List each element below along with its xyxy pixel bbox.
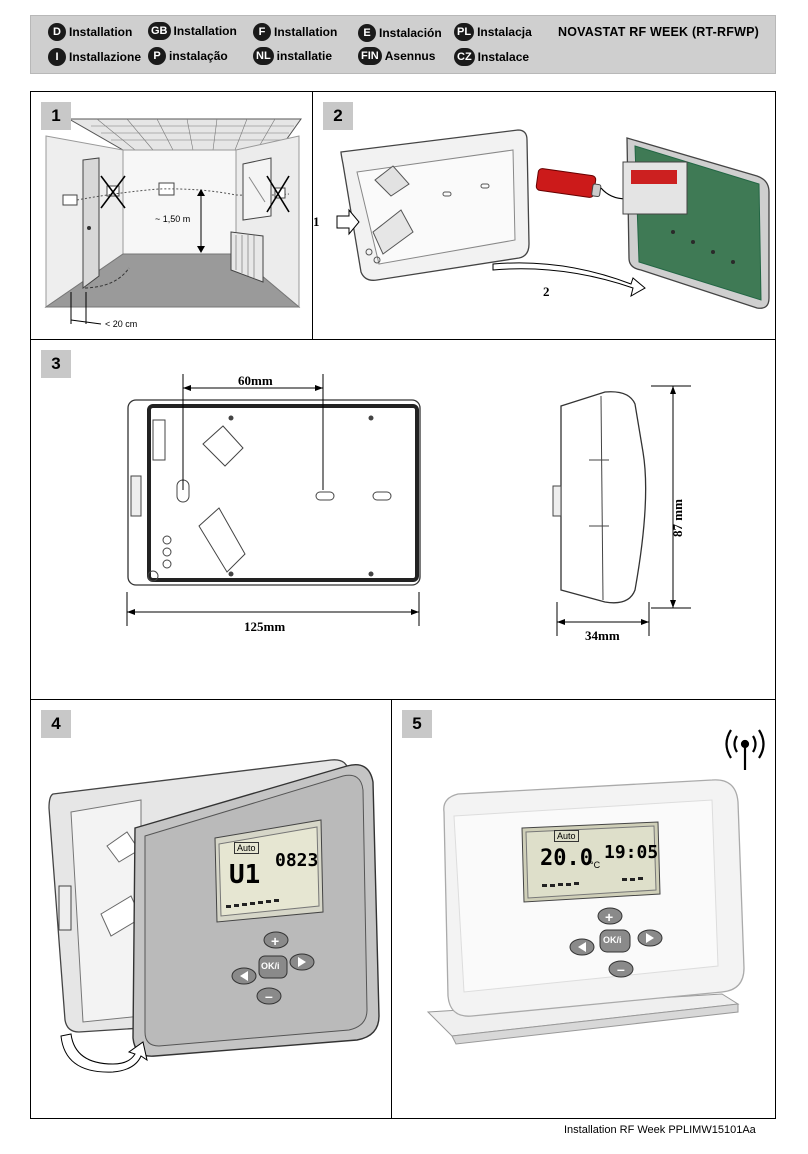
dimension-drawing: [126, 374, 691, 636]
lang-code-badge: P: [148, 47, 166, 65]
panel-1-placement: ~ 1,50 m < 20 cm 1: [30, 91, 313, 340]
height-label: ~ 1,50 m: [155, 214, 191, 224]
lang-code-badge: E: [358, 24, 376, 42]
lang-label: Asennus: [384, 49, 436, 63]
lang-code-badge: FIN: [358, 47, 382, 65]
room-illustration: [44, 118, 302, 325]
lang-label: Installation: [173, 24, 237, 38]
lang-label: installatie: [276, 49, 333, 63]
svg-text:–: –: [265, 988, 273, 1004]
lang-label: instalação: [169, 49, 228, 63]
footer-reference: Installation RF Week PPLIMW15101Aa: [564, 1124, 756, 1136]
lang-code-badge: GB: [148, 22, 171, 40]
step-number: 4: [41, 710, 71, 738]
depth-label: 34mm: [585, 628, 620, 643]
lcd-mode-label: Auto: [554, 830, 579, 842]
width-label: 125mm: [244, 619, 286, 634]
step-number: 3: [41, 350, 71, 378]
lang-code-badge: CZ: [454, 48, 475, 66]
lang-code-badge: PL: [454, 23, 475, 41]
lcd-right-digits: 0823: [275, 850, 319, 871]
step-number: 2: [323, 102, 353, 130]
lcd-time: 19:05: [604, 842, 659, 863]
ok-info-button[interactable]: OK/i: [603, 935, 622, 945]
ok-info-button[interactable]: OK/i: [261, 961, 280, 971]
lang-code-badge: I: [48, 48, 66, 66]
step-number: 5: [402, 710, 432, 738]
svg-text:–: –: [617, 961, 625, 977]
distance-label: < 20 cm: [105, 319, 138, 329]
lang-label: Installation: [274, 25, 338, 39]
lcd-temperature: 20.0: [540, 846, 593, 871]
height-label: 87 mm: [669, 499, 685, 537]
lang-label: Instalace: [477, 50, 530, 64]
document-title: NOVASTAT RF WEEK (RT-RFWP): [558, 25, 760, 39]
panel-2-battery: 1 2 2: [312, 91, 776, 340]
battery-illustration: [336, 129, 770, 309]
lang-label: Instalacja: [477, 25, 532, 39]
lang-code-badge: D: [48, 23, 66, 41]
step-number: 1: [41, 102, 71, 130]
lcd-mode-label: Auto: [234, 842, 259, 854]
step-1-label: 1: [313, 214, 320, 229]
panel-5-table-stand: + – Auto 20.0 °C 19:05 OK/i 5: [391, 699, 776, 1119]
lang-code-badge: F: [253, 23, 271, 41]
svg-text:+: +: [605, 909, 613, 925]
lang-label: Installation: [69, 25, 133, 39]
lcd-unit: °C: [590, 860, 601, 870]
lang-label: Installazione: [69, 50, 142, 64]
lcd-left-digits: U1: [229, 860, 261, 890]
panel-4-mounting: + – Auto U1 0823 OK/i 4: [30, 699, 392, 1119]
lang-code-badge: NL: [253, 47, 274, 65]
mounting-illustration: + –: [48, 759, 380, 1073]
table-stand-illustration: + –: [426, 729, 765, 1045]
step-2-label: 2: [543, 284, 550, 299]
lang-label: Instalación: [379, 26, 442, 40]
radio-signal-icon: [725, 729, 765, 770]
hole-spacing-label: 60mm: [238, 373, 273, 388]
svg-text:+: +: [271, 933, 279, 949]
panel-3-dimensions: 60mm 125mm 34mm 87 mm 3: [30, 339, 776, 700]
